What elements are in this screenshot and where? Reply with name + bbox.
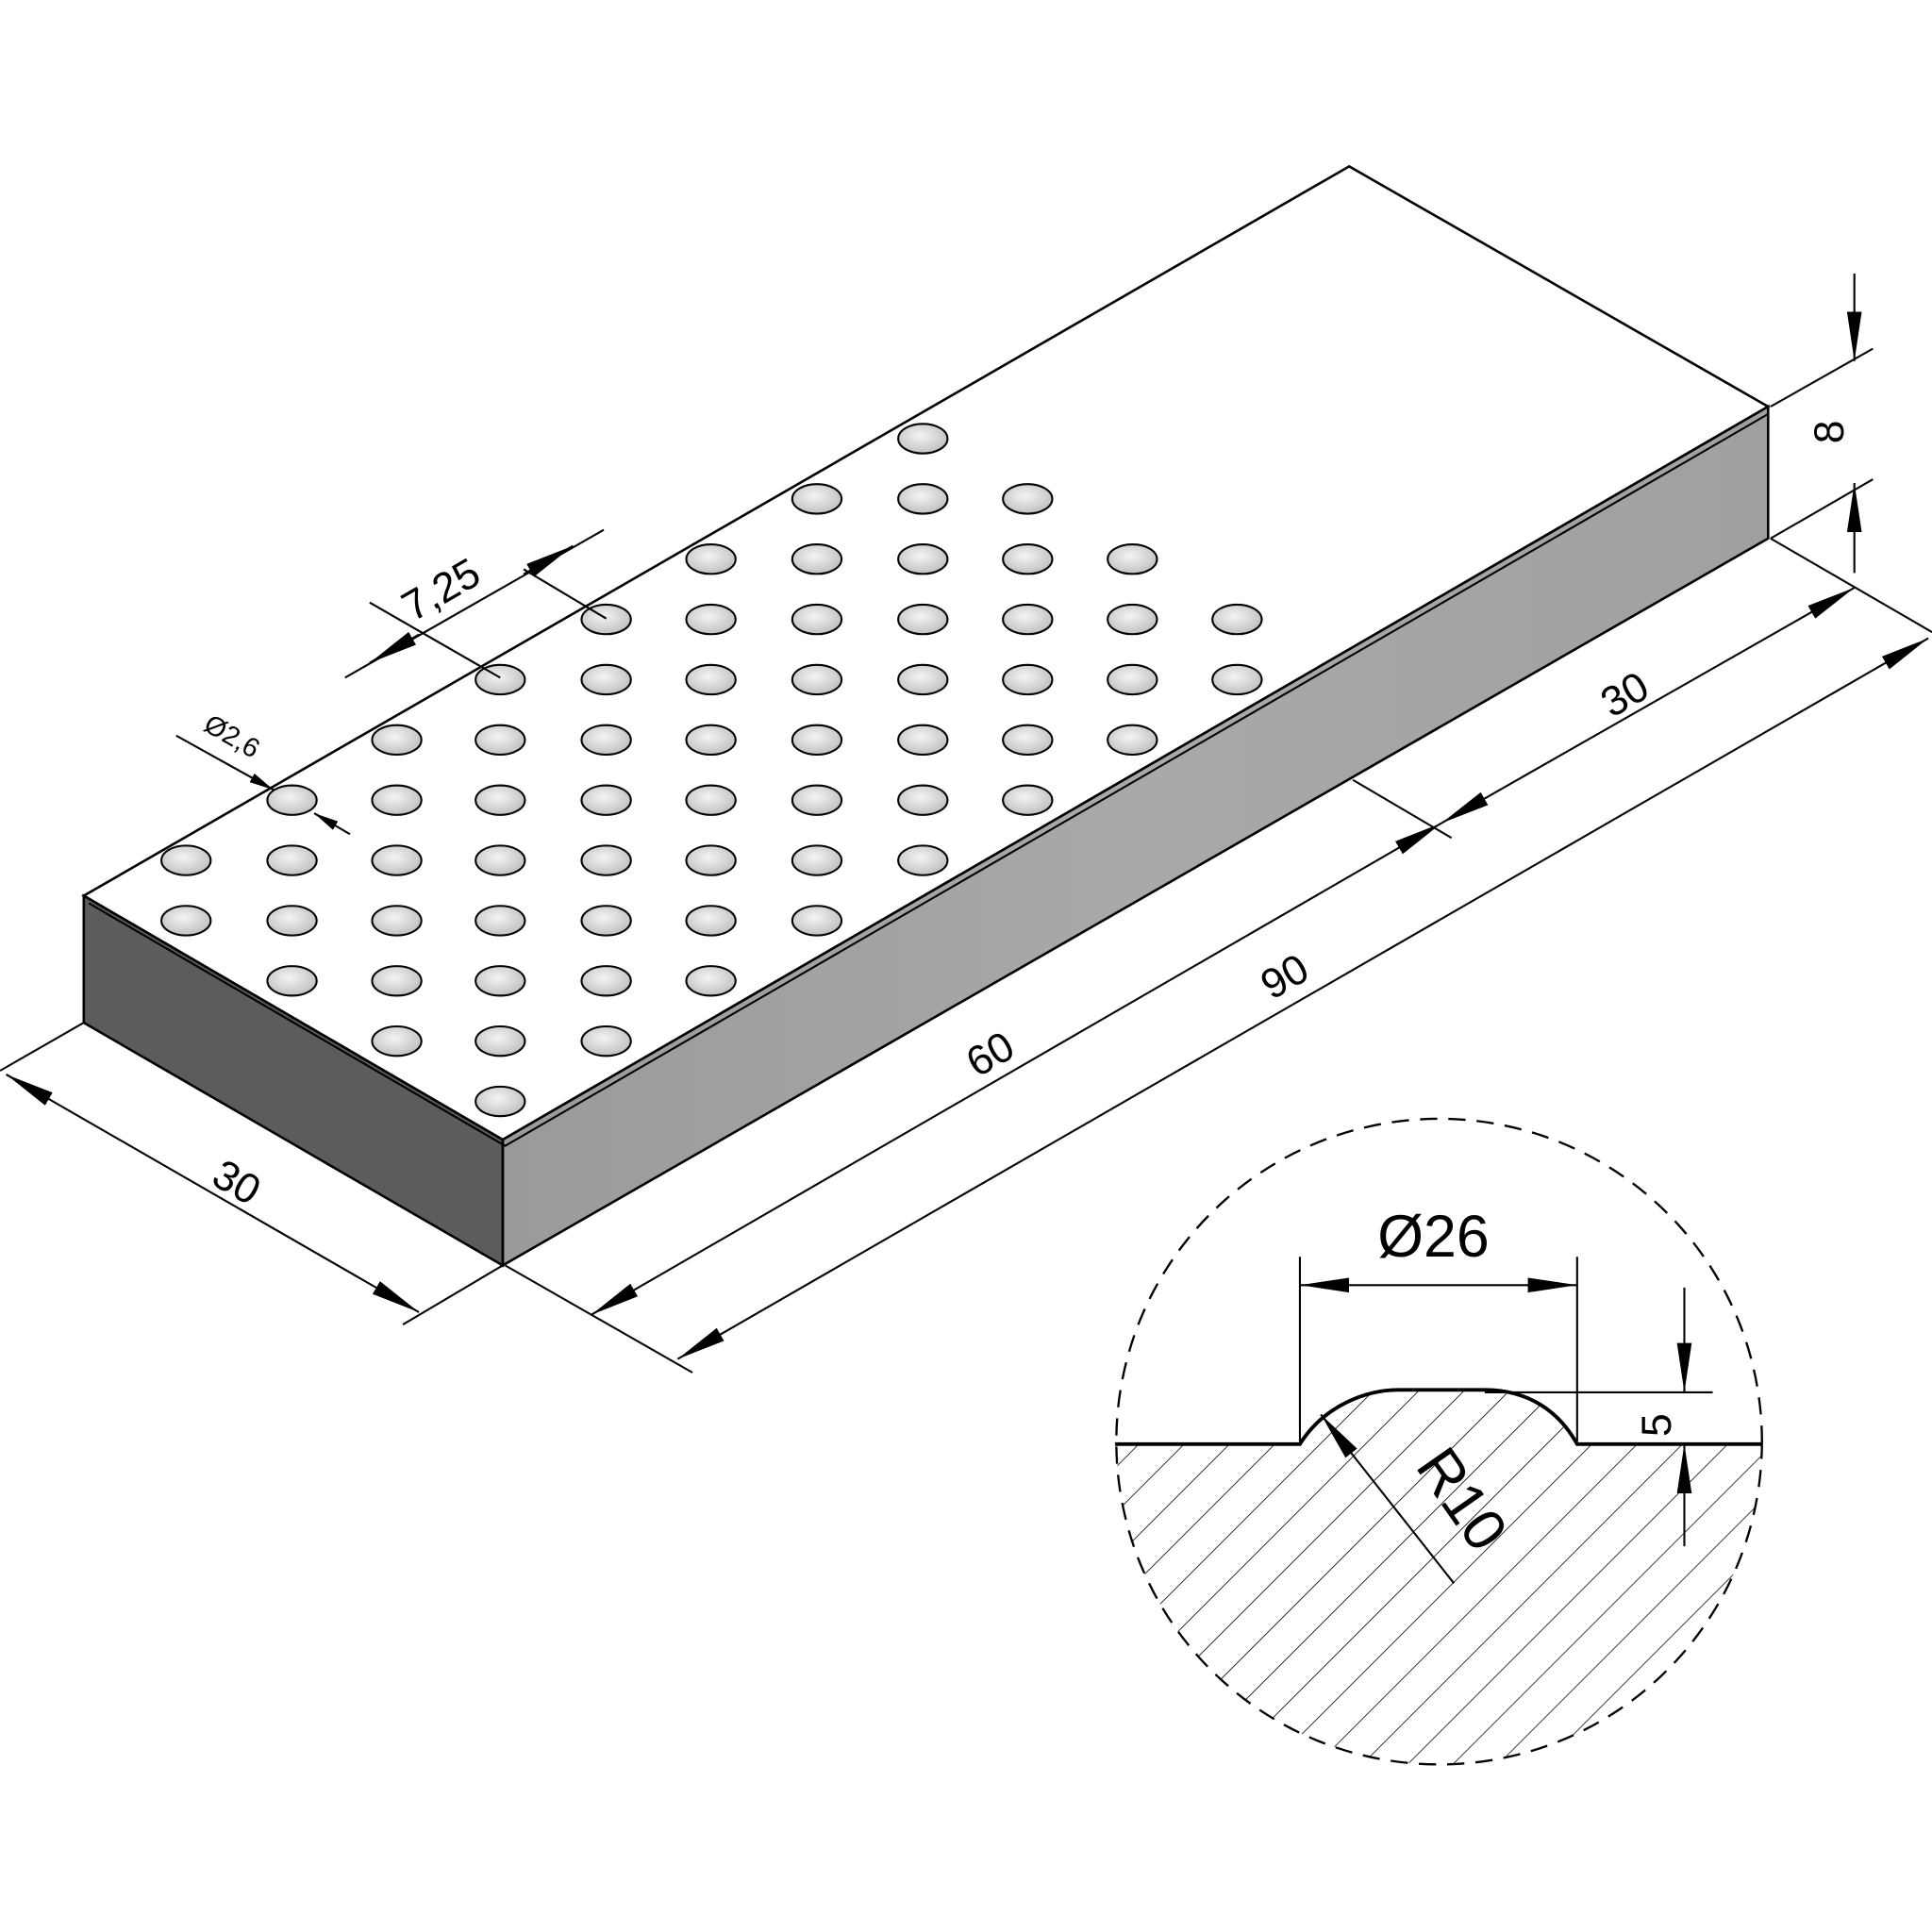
dome (580, 724, 632, 757)
dome (897, 483, 949, 515)
dome (685, 663, 737, 696)
dome (791, 603, 843, 636)
dome (266, 784, 318, 816)
dome (685, 724, 737, 757)
dome (1107, 603, 1158, 636)
dome-detail-view: Ø26 5 R10 (1115, 1117, 1763, 1766)
dome (685, 905, 737, 937)
dimension-label: Ø2,6 (199, 709, 265, 765)
dome (1002, 663, 1054, 696)
dimension-thickness: 8 (1770, 273, 1874, 574)
paving-tile (81, 164, 1771, 1268)
dome (475, 724, 526, 757)
dome (580, 663, 632, 696)
dome (1107, 542, 1158, 575)
dome (475, 844, 526, 876)
dome (266, 844, 318, 876)
dome (580, 1024, 632, 1058)
dome (897, 784, 949, 816)
dome (475, 1024, 526, 1058)
dome (791, 844, 843, 876)
dome (897, 844, 949, 876)
dome (897, 423, 949, 455)
dome (1002, 483, 1054, 515)
dome (580, 905, 632, 937)
dome (371, 844, 423, 876)
dome (475, 784, 526, 816)
dome (580, 965, 632, 997)
dome (791, 784, 843, 816)
dome (1211, 663, 1263, 696)
dome (371, 965, 423, 997)
dome (160, 905, 212, 937)
dome (1107, 724, 1158, 757)
dome (791, 724, 843, 757)
dome (897, 663, 949, 696)
dome (266, 905, 318, 937)
dimension-label: 7,25 (394, 550, 488, 631)
dome (580, 844, 632, 876)
dome (475, 663, 526, 696)
dome (791, 663, 843, 696)
dome (1002, 724, 1054, 757)
dome (371, 724, 423, 757)
dome (1002, 542, 1054, 575)
dome (685, 542, 737, 575)
dome (791, 483, 843, 515)
dome (897, 542, 949, 575)
dome (897, 724, 949, 757)
dimension-label: 90 (1253, 945, 1316, 1008)
dome (160, 844, 212, 876)
detail-dome-height-label: 5 (1634, 1413, 1680, 1437)
dome (685, 603, 737, 636)
dimension-label: 30 (205, 1151, 268, 1214)
detail-dome-diameter-label: Ø26 (1377, 1204, 1490, 1270)
dome (897, 603, 949, 636)
dome (685, 844, 737, 876)
dome (685, 784, 737, 816)
dome (1107, 663, 1158, 696)
dome (475, 905, 526, 937)
dimension-label: 60 (958, 1023, 1022, 1086)
dome (1211, 603, 1263, 636)
dome (791, 905, 843, 937)
dome (580, 784, 632, 816)
dome (1002, 603, 1054, 636)
dome (266, 965, 318, 997)
dimension-label: 8 (1807, 421, 1853, 444)
dome (371, 1024, 423, 1058)
dome (475, 965, 526, 997)
dome (371, 784, 423, 816)
dome (371, 905, 423, 937)
dimension-label: 30 (1593, 663, 1657, 726)
dome (791, 542, 843, 575)
dome (1002, 784, 1054, 816)
dome (475, 1085, 526, 1118)
dome (685, 965, 737, 997)
